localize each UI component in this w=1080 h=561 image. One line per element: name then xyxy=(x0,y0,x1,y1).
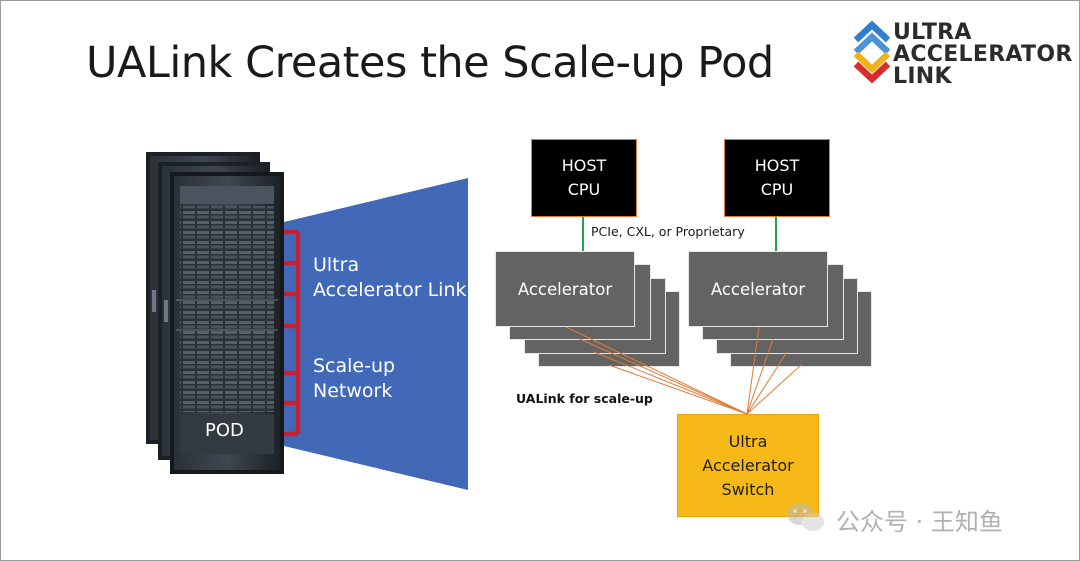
slide-title: UALink Creates the Scale-up Pod xyxy=(86,38,774,88)
accelerator-left-label: Accelerator xyxy=(517,280,613,299)
switch-label: Ultra Accelerator Switch xyxy=(702,431,794,499)
accelerator-right: Accelerator xyxy=(688,251,828,327)
host-cpu-right-label: HOST CPU xyxy=(754,156,800,199)
accelerator-left: Accelerator xyxy=(495,251,635,327)
host-cpu-left-label: HOST CPU xyxy=(561,156,607,199)
wechat-icon xyxy=(787,503,824,531)
logo-line-2: ACCELERATOR xyxy=(893,42,1073,67)
ualink-panel-label: Ultra Accelerator Link xyxy=(313,254,467,301)
interconnect-label: PCIe, CXL, or Proprietary xyxy=(591,224,745,239)
scale-up-pod-panel xyxy=(284,178,468,490)
host-cpu-left: HOST CPU xyxy=(531,139,637,217)
watermark-text: 公众号 · 王知鱼 xyxy=(836,508,1003,536)
logo-line-3: LINK xyxy=(893,64,952,89)
logo-line-1: ULTRA xyxy=(893,20,972,45)
ualink-connector-bracket xyxy=(284,229,301,437)
stacked-chevrons-logo-icon xyxy=(853,20,891,84)
accelerator-right-label: Accelerator xyxy=(710,280,806,299)
pod-label: POD xyxy=(205,420,244,441)
ultra-accelerator-switch: Ultra Accelerator Switch xyxy=(677,414,819,517)
host-cpu-right: HOST CPU xyxy=(724,139,830,217)
scale-up-network-label: Scale-up Network xyxy=(313,355,396,402)
ualink-scale-up-label: UALink for scale-up xyxy=(516,391,653,406)
